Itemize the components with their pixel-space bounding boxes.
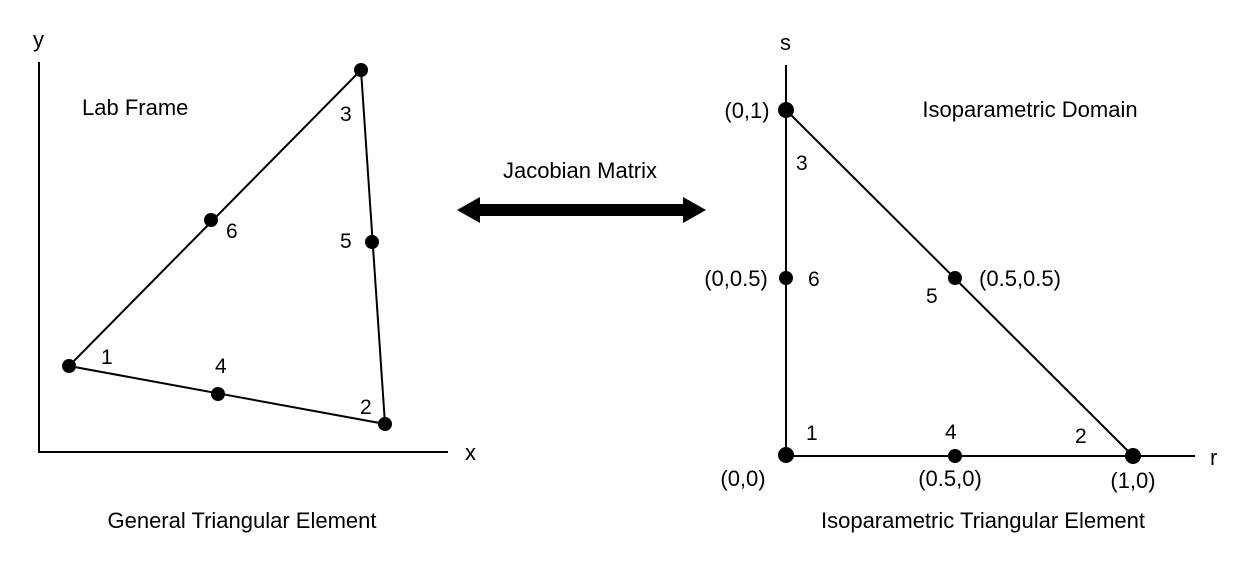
right-node-2 (1125, 448, 1141, 464)
right-axis-s-label: s (780, 30, 791, 55)
lab-frame-label: Lab Frame (82, 95, 188, 120)
right-node-5-coord: (0.5,0.5) (979, 266, 1061, 291)
left-node-2 (378, 417, 392, 431)
left-panel: y x 1 2 3 4 5 6 Lab Frame General Triang… (33, 27, 476, 533)
left-node-6 (204, 213, 218, 227)
right-node-6-label: 6 (808, 268, 820, 291)
right-node-4-label: 4 (945, 421, 957, 444)
left-node-1 (62, 359, 76, 373)
left-edge-1-2 (68, 365, 386, 425)
right-node-5 (948, 271, 962, 285)
left-node-4 (211, 387, 225, 401)
right-node-1-label: 1 (806, 422, 818, 445)
left-node-5 (365, 235, 379, 249)
isoparametric-domain-label: Isoparametric Domain (922, 97, 1137, 122)
right-node-3-label: 3 (796, 152, 808, 175)
right-node-4 (948, 449, 962, 463)
left-caption: General Triangular Element (107, 508, 376, 533)
left-node-3 (354, 63, 368, 77)
right-panel: s r 1 2 3 4 5 6 (0,0) (1,0) (0,1) (0.5,0… (704, 30, 1217, 533)
jacobian-matrix-label: Jacobian Matrix (503, 158, 657, 183)
right-node-5-label: 5 (926, 285, 938, 308)
left-node-6-label: 6 (226, 220, 238, 243)
right-node-6-coord: (0,0.5) (704, 266, 768, 291)
right-node-4-coord: (0.5,0) (918, 466, 982, 491)
left-node-5-label: 5 (340, 230, 352, 253)
right-node-6 (779, 271, 793, 285)
left-axis-x-label: x (465, 440, 476, 465)
left-node-1-label: 1 (101, 346, 113, 369)
right-node-2-label: 2 (1075, 425, 1087, 448)
right-caption: Isoparametric Triangular Element (821, 508, 1145, 533)
middle-panel: Jacobian Matrix (457, 158, 706, 223)
double-headed-arrow-icon (457, 197, 706, 223)
right-axis-r-label: r (1210, 445, 1217, 470)
right-node-1-coord: (0,0) (720, 466, 765, 491)
right-node-1 (778, 447, 794, 463)
right-node-3-coord: (0,1) (724, 98, 769, 123)
left-node-4-label: 4 (215, 355, 227, 378)
left-axis-y-label: y (33, 27, 44, 52)
left-node-3-label: 3 (340, 103, 352, 126)
right-node-2-coord: (1,0) (1110, 468, 1155, 493)
right-node-3 (778, 102, 794, 118)
left-node-2-label: 2 (360, 396, 372, 419)
